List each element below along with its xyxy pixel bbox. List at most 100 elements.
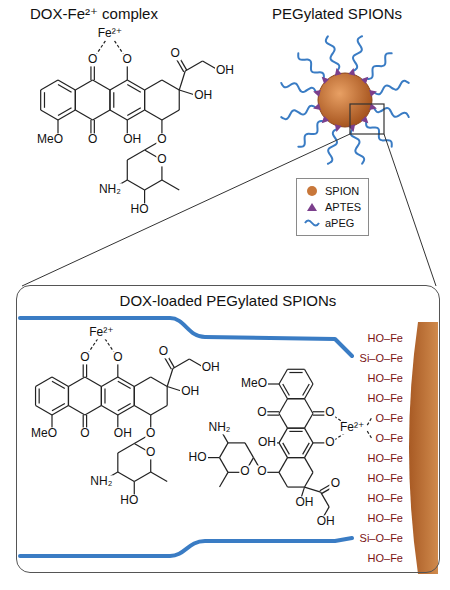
chemical-bond (118, 406, 134, 416)
chemical-bond (85, 377, 101, 387)
chemical-bond (113, 92, 114, 108)
chemical-bond (179, 90, 180, 110)
surface-group-label: O–Fe (374, 412, 404, 424)
surface-group-label: HO–Fe (367, 552, 404, 564)
chemical-bond (52, 381, 65, 388)
chemical-bond (288, 398, 305, 399)
chemical-bond (289, 372, 302, 373)
chemical-bond (288, 398, 305, 399)
panel-title: PEGylated SPIONs (272, 6, 402, 23)
molecule-structures (36, 34, 353, 522)
chemical-bond (151, 377, 167, 387)
chemical-bond (52, 403, 65, 410)
zoom-frame (350, 104, 384, 134)
chemical-bond (127, 80, 144, 90)
chemical-bond (305, 443, 314, 458)
chemical-bond (288, 486, 305, 487)
aptes-symbol (348, 68, 355, 76)
atom-label: OH (193, 89, 213, 102)
atom-label: O (79, 351, 90, 364)
panel-title: DOX-Fe²⁺ complex (30, 6, 158, 23)
chemical-bond (58, 80, 75, 90)
coordination-bond (367, 431, 371, 438)
chemical-bond (118, 381, 131, 388)
chemical-bond (321, 492, 330, 507)
chemical-bond (109, 90, 110, 110)
surface-group-label: HO–Fe (367, 392, 404, 404)
chemical-bond (109, 90, 110, 110)
chemical-bond (145, 110, 162, 120)
legend-label: SPION (325, 185, 359, 197)
chemical-bond (305, 384, 314, 399)
chemical-bond (279, 428, 288, 443)
legend-swatch (304, 217, 320, 229)
chemical-bond (104, 389, 105, 404)
chemical-bond (167, 368, 173, 386)
chemical-bond (101, 406, 117, 416)
chemical-bond (68, 377, 84, 387)
chemical-bond (101, 377, 117, 387)
chemical-bond (93, 80, 110, 90)
aptes-symbol (335, 124, 342, 132)
chemical-bond (101, 387, 102, 406)
atom-label: O (324, 436, 335, 449)
peg-chain (374, 108, 409, 117)
legend-box: SPIONAPTESaPEG (296, 178, 369, 236)
chemical-bond (75, 90, 76, 110)
panel-heading: DOX-loaded PEGylated SPIONs (116, 292, 341, 309)
chemical-bond (279, 369, 288, 384)
swatch-shape (307, 186, 317, 196)
atom-label: OH (215, 64, 235, 77)
chemical-bond (127, 110, 144, 120)
atom-label: HO (188, 451, 208, 464)
peg-chain (20, 318, 352, 356)
chemical-bond (144, 90, 145, 110)
chemical-bond (303, 384, 310, 395)
chemical-bond (220, 458, 229, 473)
chemical-bond (162, 110, 179, 120)
coordination-bond (367, 418, 371, 425)
atom-label: O (170, 47, 181, 60)
chemical-bond (52, 377, 68, 387)
peg-chain (281, 106, 316, 119)
spion-particle (318, 73, 372, 127)
chemical-bond (288, 428, 305, 429)
atom-label: OH (180, 386, 200, 399)
aptes-symbol (322, 116, 329, 123)
legend-swatch (304, 185, 320, 197)
chemical-bond (288, 457, 305, 458)
chemical-bond (75, 110, 92, 120)
chemical-bond (173, 359, 189, 369)
peg-chain (353, 36, 362, 71)
atom-label: OH (122, 133, 142, 146)
chemical-bond (305, 399, 314, 414)
atom-label: Fe²⁺ (88, 327, 114, 340)
chemical-bond (58, 84, 72, 92)
atom-label: O (87, 133, 98, 146)
chemical-bond (134, 387, 135, 406)
aptes-layer (313, 68, 377, 132)
chemical-bond (279, 472, 288, 487)
peg-chain (281, 83, 316, 92)
chemical-bond (127, 160, 128, 180)
chemical-bond (68, 387, 69, 406)
atom-label: OH (201, 362, 221, 375)
atom-label: O (324, 407, 335, 420)
chemical-bond (101, 387, 102, 406)
chemical-bond (85, 406, 101, 416)
atom-label: NH₂ (98, 183, 122, 196)
peg-chains (281, 36, 409, 164)
peg-chain (366, 53, 391, 79)
zoom-line (384, 134, 436, 286)
chemical-bond (305, 413, 314, 428)
chemical-bond (279, 458, 288, 473)
chemical-bond (41, 80, 58, 90)
peg-chain (298, 121, 323, 147)
chemical-bond (279, 413, 288, 428)
chemical-bond (289, 431, 302, 432)
surface-group-label: Si–O–Fe (359, 532, 404, 544)
chemical-bond (68, 387, 69, 406)
atom-label: NH₂ (89, 475, 113, 488)
legend-entry: SPION (304, 183, 361, 199)
